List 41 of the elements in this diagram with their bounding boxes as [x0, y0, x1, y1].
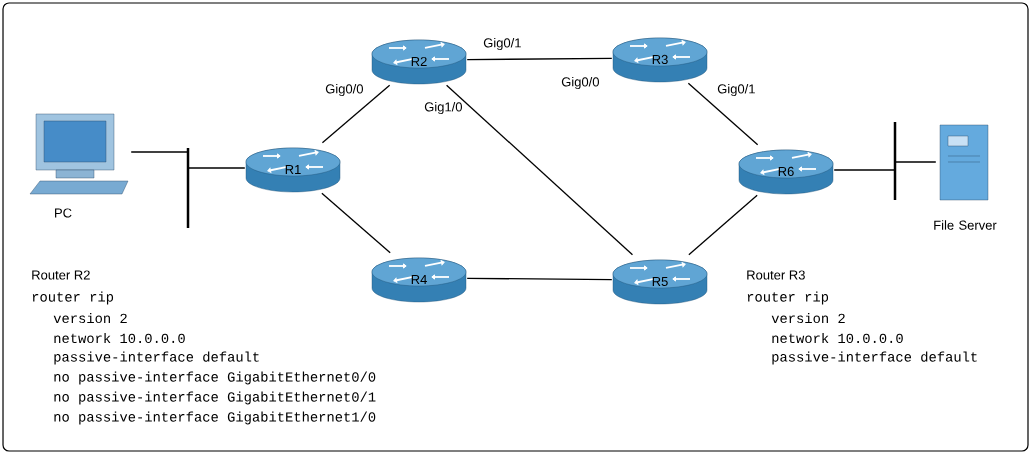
connection-line	[687, 82, 759, 146]
connection-line	[321, 84, 391, 144]
config-line: no passive-interface GigabitEthernet0/1	[54, 391, 376, 405]
router: R2	[371, 39, 467, 85]
config-line: no passive-interface GigabitEthernet1/0	[54, 411, 376, 425]
router: R5	[612, 259, 708, 305]
config-line: no passive-interface GigabitEthernet0/0	[54, 371, 376, 385]
config-line: passive-interface default	[772, 351, 977, 365]
config-line: router rip	[32, 291, 114, 305]
network-segment	[186, 148, 190, 228]
router: R1	[245, 147, 341, 193]
server-drawing	[939, 124, 989, 201]
connection-line	[833, 169, 896, 171]
config-line: version 2	[771, 312, 845, 324]
connection-line	[445, 84, 634, 256]
interface-label: Gig1/0	[424, 101, 462, 115]
interface-label: Gig0/1	[483, 37, 521, 51]
device-label: PC	[55, 208, 72, 218]
config-heading: Router R3	[747, 270, 805, 280]
connection-line	[466, 277, 613, 281]
connection-line	[130, 151, 189, 153]
config-line: network 10.0.0.0	[54, 332, 185, 344]
interface-label: Gig0/1	[717, 83, 755, 97]
computer-drawing	[29, 113, 129, 195]
config-line: passive-interface default	[54, 351, 259, 365]
config-line: network 10.0.0.0	[772, 332, 903, 344]
config-line: version 2	[53, 312, 127, 324]
router: R6	[738, 149, 834, 195]
router: R4	[371, 257, 467, 303]
network-segment	[893, 122, 897, 200]
interface-label: Gig0/0	[325, 83, 363, 97]
connection-line	[688, 194, 758, 256]
connection-line	[321, 192, 391, 254]
config-heading: Router R2	[32, 270, 90, 280]
interface-label: Gig0/0	[561, 76, 599, 90]
connection-line	[466, 57, 613, 61]
router: R3	[612, 37, 708, 83]
connection-line	[894, 161, 937, 163]
connection-line	[187, 167, 246, 169]
config-line: router rip	[747, 291, 829, 305]
device-label: File Server	[934, 220, 997, 230]
